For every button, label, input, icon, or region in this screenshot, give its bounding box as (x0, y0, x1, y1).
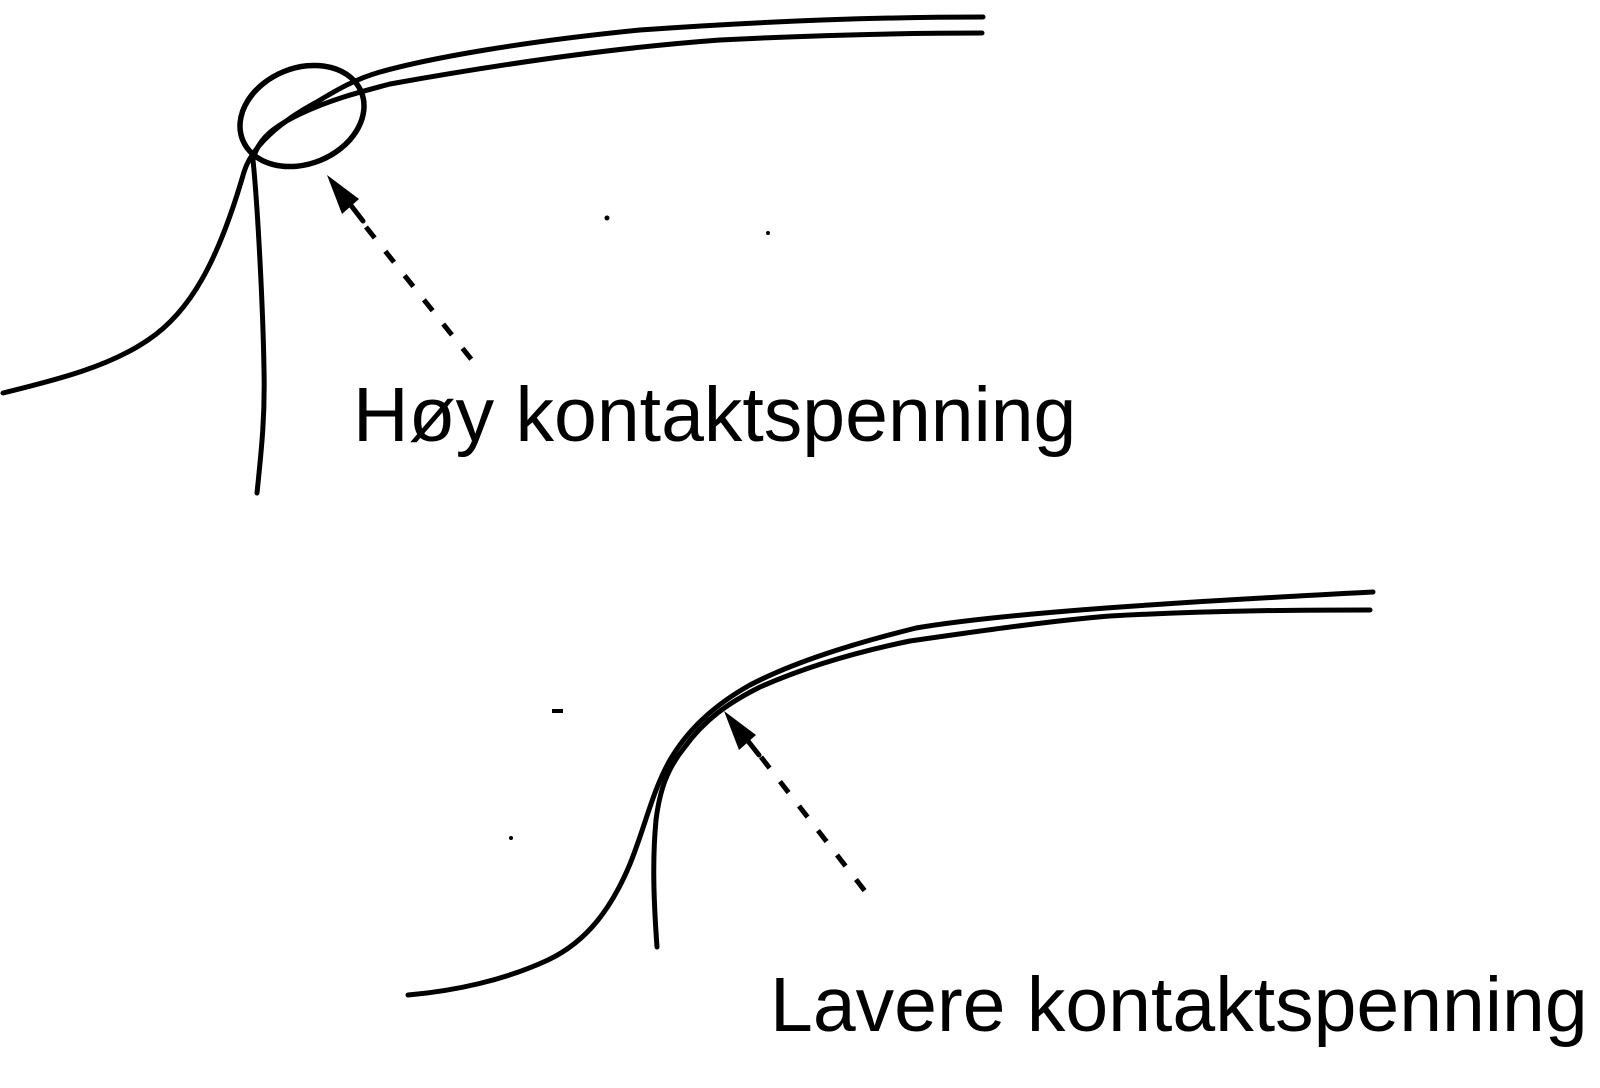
pointer-arrow-low (724, 711, 877, 906)
scan-speck (604, 215, 610, 221)
pointer-arrow-high (327, 175, 481, 371)
arrow-shaft (333, 183, 366, 224)
arrow-dashed-line (759, 755, 877, 906)
arrow-shaft (730, 719, 762, 758)
scan-speck (766, 231, 770, 235)
low-contact-diagram: Lavere kontaktspenning (405, 589, 1588, 1048)
mating-curve-upper (250, 30, 985, 496)
flank-curve-lower-main (405, 589, 1376, 998)
mating-curve-lower (651, 607, 1373, 950)
high-contact-diagram: Høy kontaktspenning (0, 14, 1076, 496)
arrow-dashed-line (364, 225, 481, 371)
scan-speck (552, 709, 563, 713)
label-high-contact: Høy kontaktspenning (353, 372, 1076, 458)
scan-speck (509, 836, 513, 840)
interference-ellipse (237, 62, 367, 170)
label-low-contact: Lavere kontaktspenning (770, 962, 1588, 1048)
flank-curve-upper-main (0, 14, 986, 396)
